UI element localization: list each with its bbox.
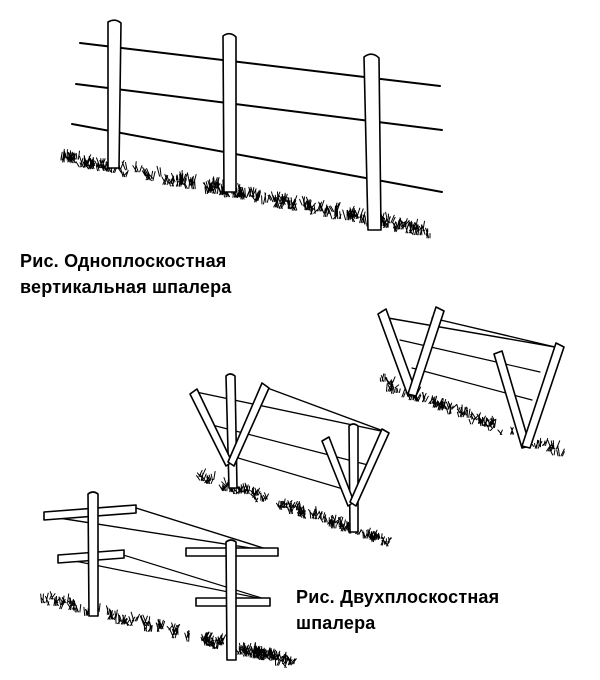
ground-grass-1 [60, 148, 431, 239]
y-trellis-middle [189, 373, 392, 547]
trellis-wire-bottom [71, 123, 443, 193]
v-trellis-far [377, 306, 565, 457]
caption-double-plane-trellis: Рис. Двухплоскостная шпалера [296, 584, 499, 636]
wire-far-top-left [387, 317, 556, 348]
caption-double-plane-line2: шпалера [296, 613, 376, 633]
far-post-left-arm-b [407, 306, 445, 397]
trellis-wires-1 [71, 42, 443, 193]
mid-post-left-arm-a [189, 388, 233, 467]
near-post-right-stem [225, 539, 237, 661]
mid-post-left-stem [225, 373, 238, 489]
caption-double-plane-line1: Рис. Двухплоскостная [296, 587, 500, 607]
mid-post-left-arm-b [227, 382, 270, 467]
trellis-post-right [363, 53, 382, 231]
far-post-right-arm-b [521, 342, 565, 449]
trellis-wire-middle [75, 83, 443, 131]
single-plane-trellis [60, 19, 443, 239]
wire-near-top-right [135, 507, 277, 553]
caption-single-plane-line1: Рис. Одноплоскостная [20, 251, 227, 271]
trellis-posts-1 [107, 19, 382, 231]
t-trellis-near [40, 491, 297, 668]
caption-single-plane-line2: вертикальная шпалера [20, 277, 232, 297]
wire-far-top-right [431, 317, 556, 348]
trellis-post-center [222, 32, 237, 193]
wire-mid-low [227, 454, 361, 495]
wire-mid-top-right [261, 385, 387, 433]
near-post-left-stem [87, 491, 99, 617]
caption-single-plane-trellis: Рис. Одноплоскостная вертикальная шпалер… [20, 248, 231, 300]
mid-post-right-arm-b [349, 428, 390, 507]
wire-near-low-right [119, 553, 269, 601]
wire-mid-center [211, 424, 373, 467]
grass-tuft-cluster [60, 148, 431, 239]
double-plane-trellis [40, 306, 565, 668]
mid-post-right-stem [348, 423, 359, 533]
trellis-wire-top [79, 42, 441, 87]
trellis-post-left [107, 19, 122, 169]
wire-near-top-left [45, 515, 277, 553]
